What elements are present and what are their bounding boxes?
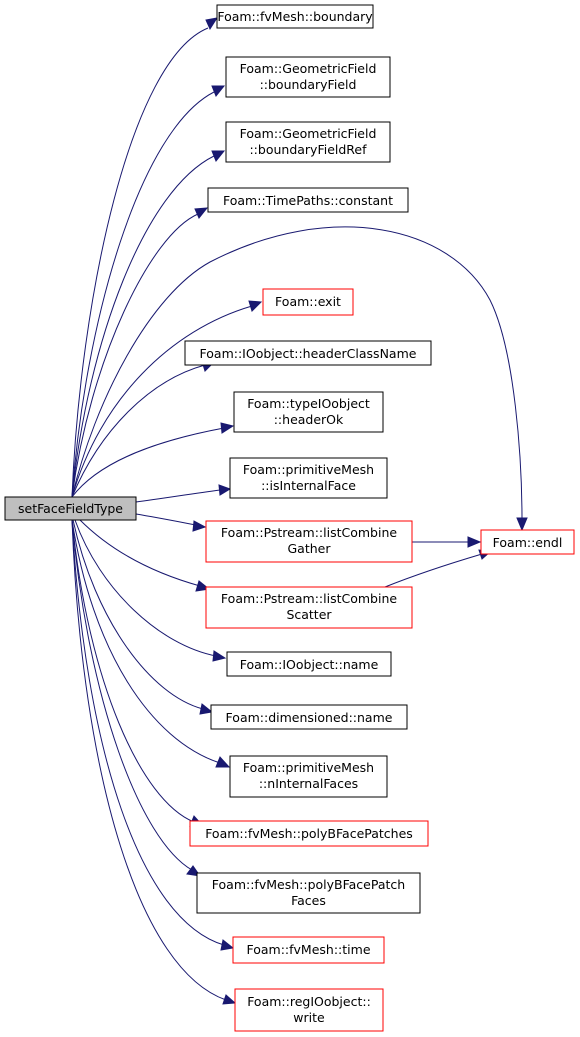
edge-headerclassname [71, 364, 206, 498]
edge-boundary [71, 27, 209, 498]
node-fvmesh-polybfacepatchfaces[interactable]: Foam::fvMesh::polyBFacePatch Faces [196, 872, 421, 914]
node-label: Foam::IOobject::name [240, 657, 379, 672]
arrowhead-icon [199, 703, 214, 715]
node-geometricfield-boundaryfield[interactable]: Foam::GeometricField ::boundaryField [225, 56, 391, 98]
node-label: Foam::fvMesh::polyBFacePatch [212, 877, 405, 892]
arrowhead-icon [215, 756, 231, 768]
edge-isinternalface [135, 489, 221, 503]
arrowhead-icon [218, 484, 232, 496]
node-pstream-listcombinegather[interactable]: Foam::Pstream::listCombine Gather [205, 520, 413, 563]
node-primitivemesh-ninternalfaces[interactable]: Foam::primitiveMesh ::nInternalFaces [229, 755, 388, 798]
node-label: Foam::fvMesh::boundary [217, 9, 373, 24]
node-label: ::boundaryField [260, 77, 357, 92]
arrowhead-icon [467, 536, 482, 548]
node-endl[interactable]: Foam::endl [480, 529, 575, 555]
node-typeioobject-headerok[interactable]: Foam::typeIOobject ::headerOk [233, 391, 384, 433]
edge-listcombinescatter [79, 519, 201, 587]
node-label: Foam::fvMesh::polyBFacePatches [205, 826, 413, 841]
node-exit[interactable]: Foam::exit [262, 288, 354, 316]
edge-endl-direct [71, 226, 523, 521]
edge-scatter-endl [384, 553, 483, 588]
node-fvmesh-boundary[interactable]: Foam::fvMesh::boundary [216, 4, 374, 29]
node-label: Foam::TimePaths::constant [223, 193, 393, 208]
node-label: Foam::exit [275, 294, 341, 309]
edge-headerok [71, 427, 225, 498]
edge-ninternalfaces [71, 519, 221, 764]
node-label: Foam::GeometricField [240, 126, 377, 141]
edge-polybfacepatchfaces [71, 519, 193, 871]
node-label: ::headerOk [274, 412, 344, 427]
node-ioobject-name[interactable]: Foam::IOobject::name [226, 651, 392, 677]
edge-boundaryfield [71, 91, 215, 498]
edge-boundaryfieldref [71, 155, 215, 498]
node-label: Gather [288, 541, 332, 556]
arrowhead-icon [194, 207, 209, 219]
arrowhead-icon [212, 650, 227, 662]
arrowhead-icon [205, 17, 219, 31]
node-label: Scatter [286, 607, 332, 622]
node-label: Foam::GeometricField [240, 61, 377, 76]
node-label: Foam::dimensioned::name [226, 710, 393, 725]
node-timepaths-constant[interactable]: Foam::TimePaths::constant [207, 187, 409, 213]
node-label: Foam::primitiveMesh [243, 462, 374, 477]
arrowhead-icon [211, 150, 226, 162]
node-root-setfacefieldtype[interactable]: setFaceFieldType [4, 496, 137, 521]
arrowhead-icon [248, 300, 263, 312]
node-geometricfield-boundaryfieldref[interactable]: Foam::GeometricField ::boundaryFieldRef [225, 121, 391, 163]
node-label: setFaceFieldType [18, 501, 123, 516]
node-label: Foam::Pstream::listCombine [221, 525, 397, 540]
node-label: Faces [291, 893, 326, 908]
node-label: write [293, 1010, 325, 1025]
edge-listcombinegather [135, 513, 197, 526]
node-label: Foam::endl [493, 535, 563, 550]
arrowhead-icon [192, 520, 207, 532]
node-label: Foam::IOobject::headerClassName [200, 346, 417, 361]
edge-dimensioned-name [72, 519, 204, 710]
edge-exit [71, 305, 253, 498]
arrowhead-icon [222, 994, 237, 1005]
arrowhead-icon [516, 517, 528, 532]
node-label: Foam::Pstream::listCombine [221, 591, 397, 606]
edges [71, 17, 528, 1005]
node-label: Foam::regIOobject:: [247, 994, 371, 1009]
node-label: Foam::primitiveMesh [243, 760, 374, 775]
node-ioobject-headerclassname[interactable]: Foam::IOobject::headerClassName [184, 340, 432, 366]
arrowhead-icon [220, 939, 235, 951]
edge-ioobject-name [74, 519, 217, 657]
node-label: Foam::fvMesh::time [246, 942, 370, 957]
node-pstream-listcombinescatter[interactable]: Foam::Pstream::listCombine Scatter [205, 586, 413, 629]
node-fvmesh-polybfacepatches[interactable]: Foam::fvMesh::polyBFacePatches [189, 820, 429, 847]
node-label: Foam::typeIOobject [247, 396, 370, 411]
edge-time [71, 519, 225, 946]
node-fvmesh-time[interactable]: Foam::fvMesh::time [232, 936, 385, 964]
edge-polybfacepatches [71, 519, 195, 823]
node-label: ::isInternalFace [261, 478, 356, 493]
nodes: setFaceFieldType Foam::fvMesh::boundary … [4, 4, 575, 1032]
node-primitivemesh-isinternalface[interactable]: Foam::primitiveMesh ::isInternalFace [229, 457, 388, 499]
node-label: ::boundaryFieldRef [249, 142, 367, 157]
edge-constant [71, 213, 199, 498]
arrowhead-icon [211, 85, 226, 97]
node-regioobject-write[interactable]: Foam::regIOobject:: write [234, 988, 384, 1032]
arrowhead-icon [220, 422, 235, 434]
edge-write [71, 519, 227, 1001]
node-label: ::nInternalFaces [259, 776, 358, 791]
node-dimensioned-name[interactable]: Foam::dimensioned::name [210, 704, 408, 730]
